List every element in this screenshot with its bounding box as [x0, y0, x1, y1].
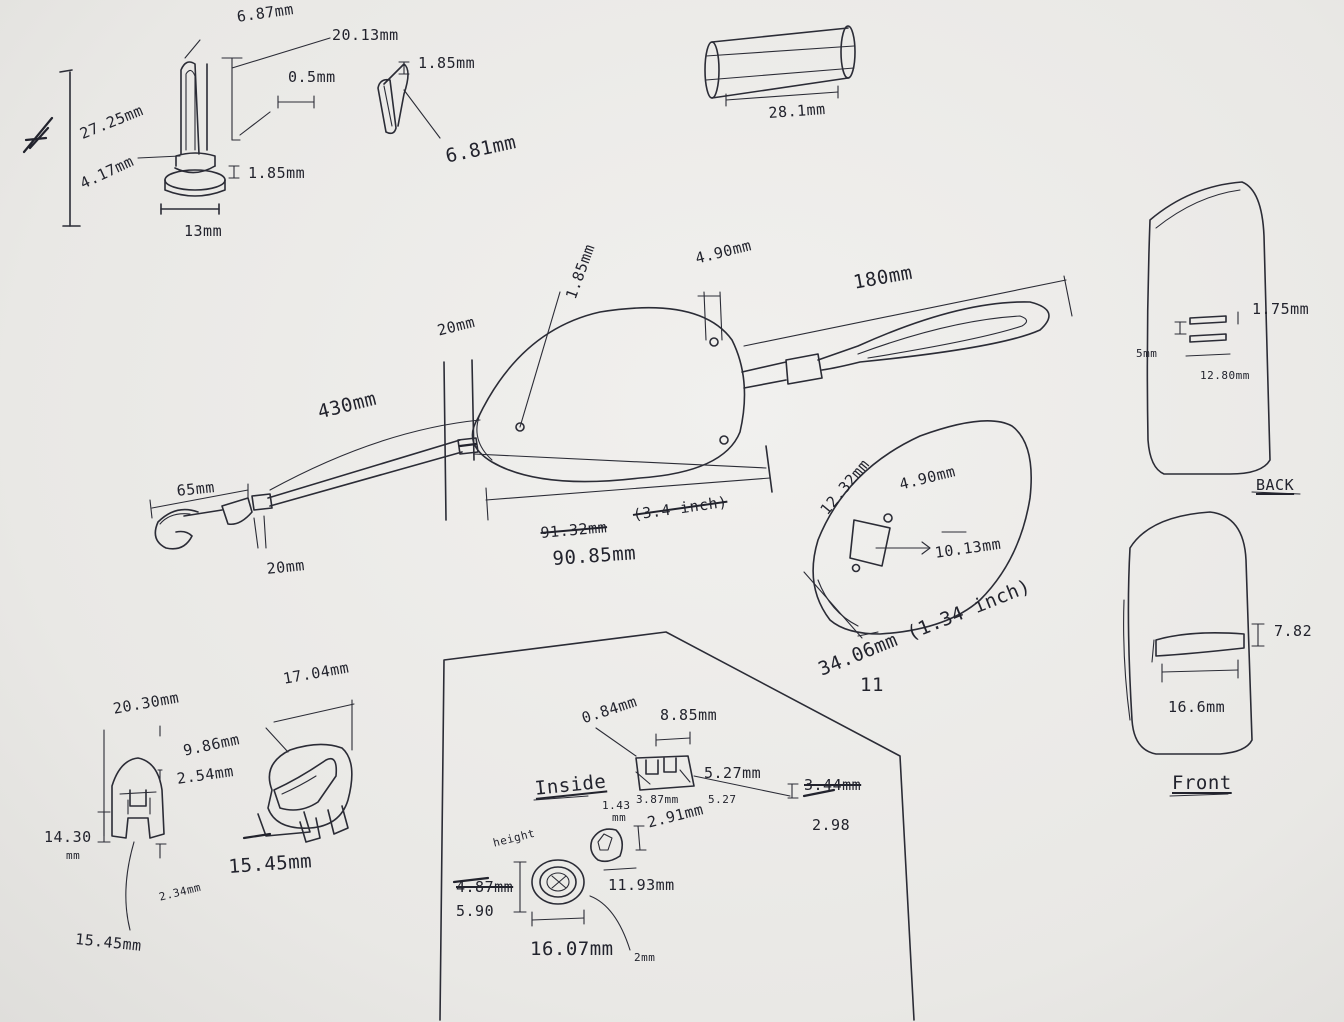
dim-inside-block-width: 8.85mm [660, 706, 718, 724]
dim-knob-top: 1.43 [602, 799, 631, 812]
back-view-title: BACK [1256, 476, 1295, 494]
main-assembly-drawing [149, 275, 1073, 550]
dim-inside-slot-b: 5.27 [708, 793, 737, 806]
dim-ferrule: 20mm [265, 556, 306, 578]
dim-wall: 2mm [634, 951, 656, 964]
dim-height-old: 4.87mm [456, 878, 514, 896]
dim-inside-right-old: 3.44mm [804, 776, 862, 794]
front-view-title: Front [1172, 772, 1232, 794]
side-view-drawing [803, 420, 1032, 639]
front-view-drawing [1123, 511, 1265, 797]
dim-back-slot-width: 12.80mm [1200, 369, 1250, 382]
dim-base-diameter: 16.07mm [530, 938, 614, 960]
small-clip-drawing [377, 61, 441, 139]
dim-front-window-width: 16.6mm [1168, 698, 1226, 716]
dim-inside-slot-a: 3.87mm [636, 793, 679, 806]
dim-inside-block-len: 5.27mm [704, 764, 762, 782]
dim-knob-width: 11.93mm [608, 876, 675, 894]
mark-below: 11 [860, 674, 884, 696]
dim-clip-thickness: 1.85mm [418, 54, 476, 72]
dim-clip-height: 14.30 [44, 828, 92, 846]
dim-height-new: 5.90 [456, 902, 495, 920]
inside-panel-drawing [439, 631, 915, 1021]
dim-back-spacing: 5mm [1136, 347, 1158, 360]
dim-gap: 0.5mm [288, 68, 336, 86]
dim-base-width: 13mm [184, 222, 223, 240]
clip-parts-drawing [97, 699, 355, 931]
rod-drawing [704, 25, 856, 107]
dim-clip-height-unit: mm [66, 849, 81, 862]
dim-front-window-height: 7.82 [1274, 622, 1313, 640]
dim-knob-top-unit: mm [612, 811, 627, 824]
dim-inside-right-new: 2.98 [812, 816, 851, 834]
dim-hook-length: 65mm [175, 478, 216, 500]
back-view-drawing [1146, 181, 1301, 495]
dim-back-slot-height: 1.75mm [1252, 300, 1310, 318]
dim-extension: 20.13mm [332, 26, 399, 44]
post-part-drawing [22, 37, 331, 227]
dim-rod-length: 28.1mm [767, 100, 827, 122]
dim-base-height: 1.85mm [248, 164, 306, 182]
